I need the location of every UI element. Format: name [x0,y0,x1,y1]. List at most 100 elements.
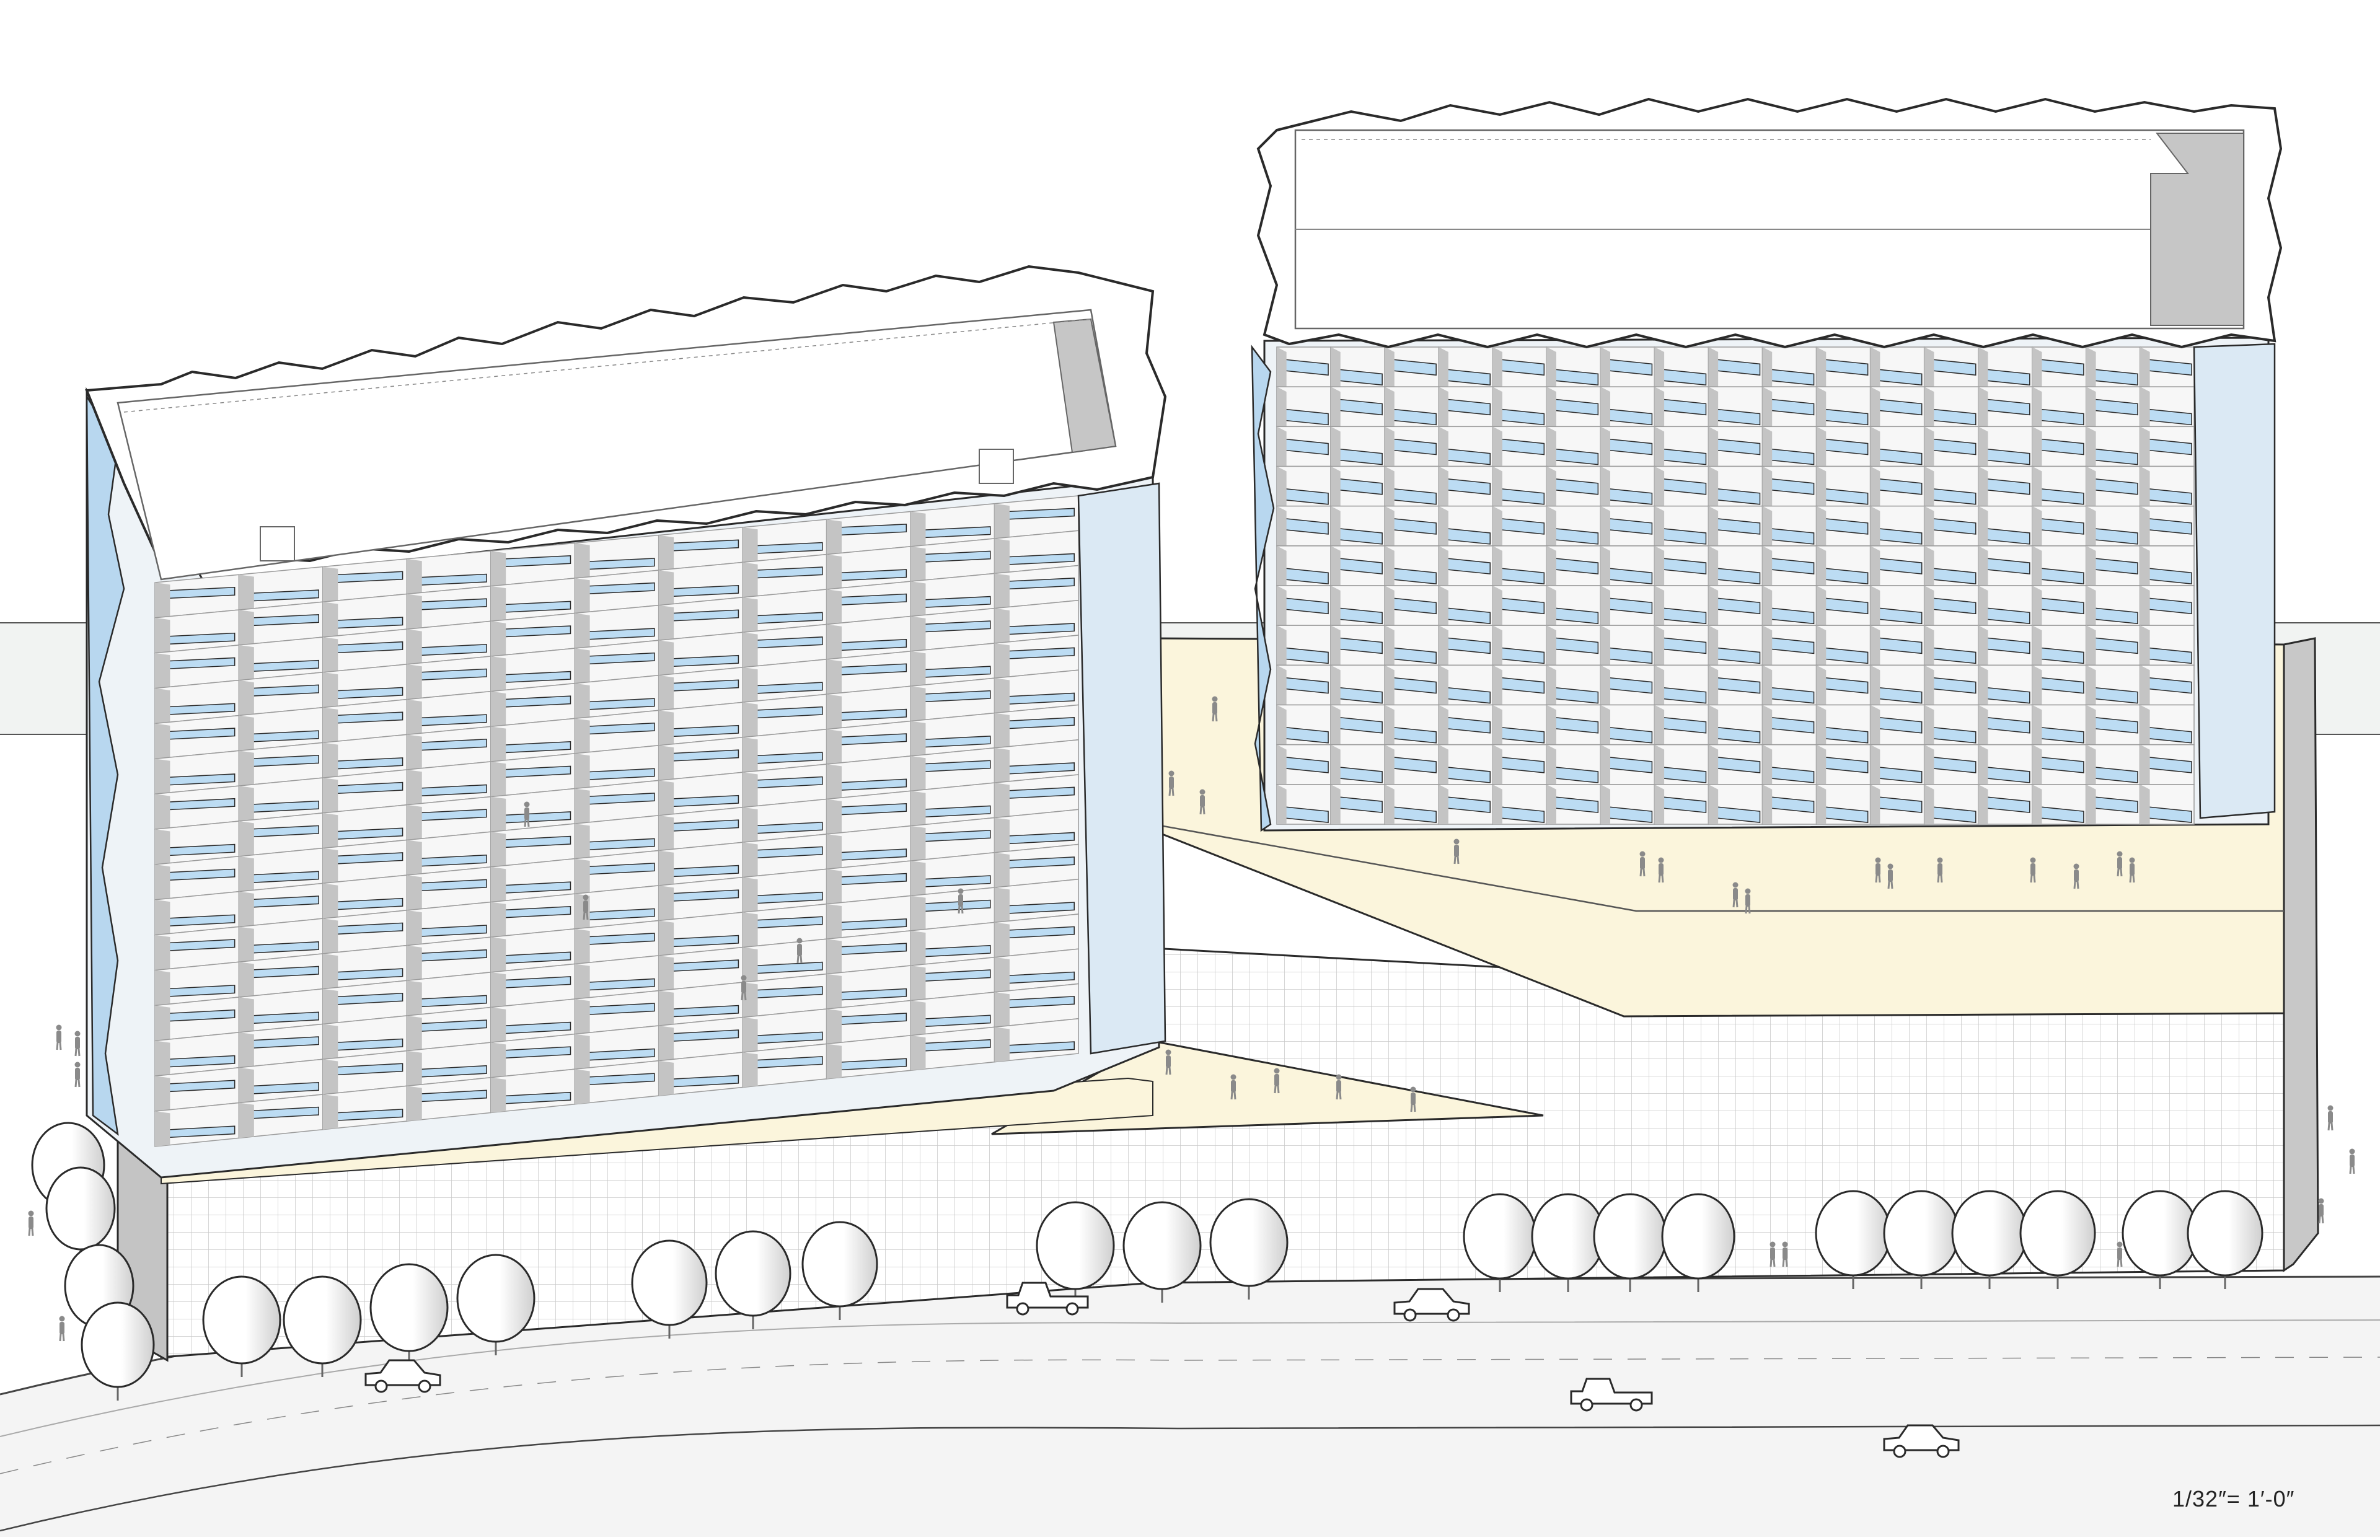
person-body [1411,1093,1416,1105]
person-leg [31,1228,34,1236]
fin-shadow [575,613,590,649]
fin-shadow [1978,426,1988,467]
person-head [56,1024,62,1031]
fin-shadow [1924,387,1934,427]
person-leg [744,992,747,1001]
person-head [1336,1074,1342,1080]
person-leg [2073,881,2076,889]
fin-shadow [1492,545,1502,586]
sedan-car [364,1359,441,1393]
tree [81,1301,155,1401]
fin-shadow [1331,625,1341,666]
person-body [2130,863,2135,876]
fin-shadow [1277,347,1287,387]
person-head [1199,789,1205,795]
fin-shadow [1654,545,1665,586]
fin-shadow [2086,784,2096,824]
person-head [1274,1068,1280,1074]
vehicle-body [364,1359,441,1386]
fin-shadow [239,1102,254,1138]
fin-shadow [1924,347,1934,387]
fin-shadow [1277,705,1287,745]
person-body [1875,863,1880,876]
fin-shadow [1600,744,1611,785]
fin-shadow [490,866,506,902]
tree-canopy [1951,1190,2028,1277]
person-head [28,1210,34,1217]
person-figure [1453,838,1460,865]
fin-shadow [155,653,170,689]
fin-shadow [322,742,338,778]
fin-shadow [1762,347,1773,387]
person-figure [2030,857,2036,883]
fin-shadow [910,511,926,547]
person-figure [524,801,530,827]
vehicle-body [1006,1282,1089,1309]
fin-shadow [910,861,926,896]
person-leg [2352,1166,2355,1174]
person-figure [1199,789,1205,815]
fin-shadow [1492,625,1502,666]
person-body [2117,1247,2122,1260]
person-body [1888,869,1893,882]
fin-shadow [575,999,590,1034]
fin-shadow [1708,466,1719,506]
fin-shadow [490,972,506,1008]
fin-shadow [239,715,254,751]
fin-shadow [1870,387,1880,427]
fin-shadow [155,829,170,865]
person-head [74,1062,81,1068]
tree-canopy [1593,1193,1667,1280]
fin-shadow [239,680,254,716]
fin-shadow [239,750,254,786]
person-leg [1658,874,1661,883]
person-leg [56,1042,59,1050]
right-tower-facade [1276,346,2195,825]
fin-shadow [910,966,926,1001]
fin-shadow [155,759,170,794]
fin-shadow [994,1027,1010,1062]
fin-shadow [1654,387,1665,427]
fin-shadow [1654,744,1665,785]
fin-shadow [1816,387,1827,427]
fin-shadow [490,761,506,797]
fin-shadow [1277,665,1287,705]
tree-canopy [1463,1193,1537,1280]
person-body [29,1217,33,1229]
fin-shadow [1654,784,1665,824]
fin-shadow [1978,466,1988,506]
fin-shadow [2032,784,2042,824]
person-leg [1782,1259,1785,1267]
fin-shadow [658,745,674,781]
tree-canopy [1209,1198,1289,1287]
fin-shadow [1439,705,1448,745]
fin-shadow [490,551,506,586]
fin-shadow [1654,665,1665,705]
fin-shadow [994,713,1010,748]
fin-shadow [1924,744,1934,785]
fin-shadow [1870,744,1880,785]
fin-shadow [658,605,674,641]
fin-shadow [1546,705,1556,745]
person-figure [1937,857,1943,883]
tree [202,1275,281,1377]
fin-shadow [322,1094,338,1130]
fin-shadow [1331,784,1341,824]
person-figure [28,1210,34,1236]
fin-shadow [239,1067,254,1103]
fin-shadow [994,957,1010,993]
person-head [958,888,964,894]
fin-shadow [826,904,842,939]
fin-shadow [1600,586,1611,626]
tree [456,1254,536,1355]
tree [2187,1190,2263,1289]
person-head [2129,857,2135,863]
fin-shadow [1708,506,1719,546]
fin-shadow [1385,625,1395,666]
fin-shadow [658,710,674,746]
fin-shadow [1492,665,1502,705]
person-leg [961,905,964,914]
fin-shadow [490,621,506,657]
fin-shadow [407,664,422,700]
fin-shadow [1924,545,1934,586]
